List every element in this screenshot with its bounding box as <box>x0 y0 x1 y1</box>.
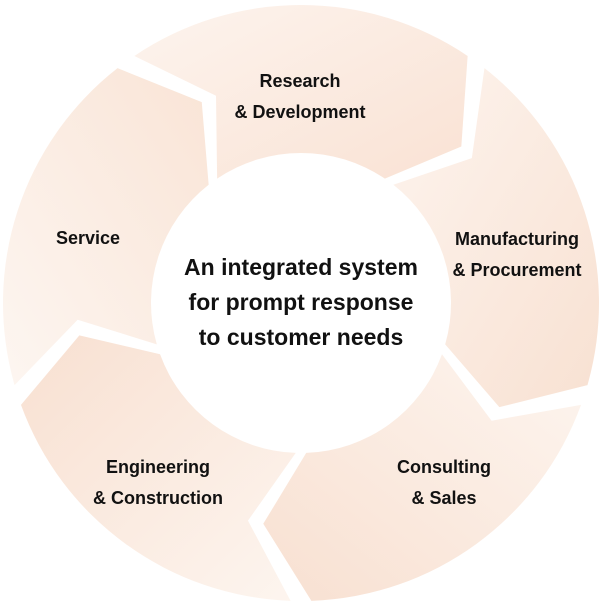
center-label: An integrated system for prompt response… <box>184 254 418 350</box>
segment-label-engineering-construction: Engineering & Construction <box>93 457 223 508</box>
segment-consulting-sales <box>263 354 582 601</box>
segment-label-service: Service <box>55 228 121 248</box>
center-circle <box>153 155 449 451</box>
segment-label-research-development: Research & Development <box>234 71 366 122</box>
segment-research-development <box>134 4 468 179</box>
segment-label-consulting-sales: Consulting & Sales <box>397 457 491 508</box>
segment-service <box>2 68 209 386</box>
segment-manufacturing-procurement <box>393 68 599 408</box>
segment-label-manufacturing-procurement: Manufacturing & Procurement <box>452 229 582 280</box>
segment-engineering-construction <box>20 335 296 601</box>
